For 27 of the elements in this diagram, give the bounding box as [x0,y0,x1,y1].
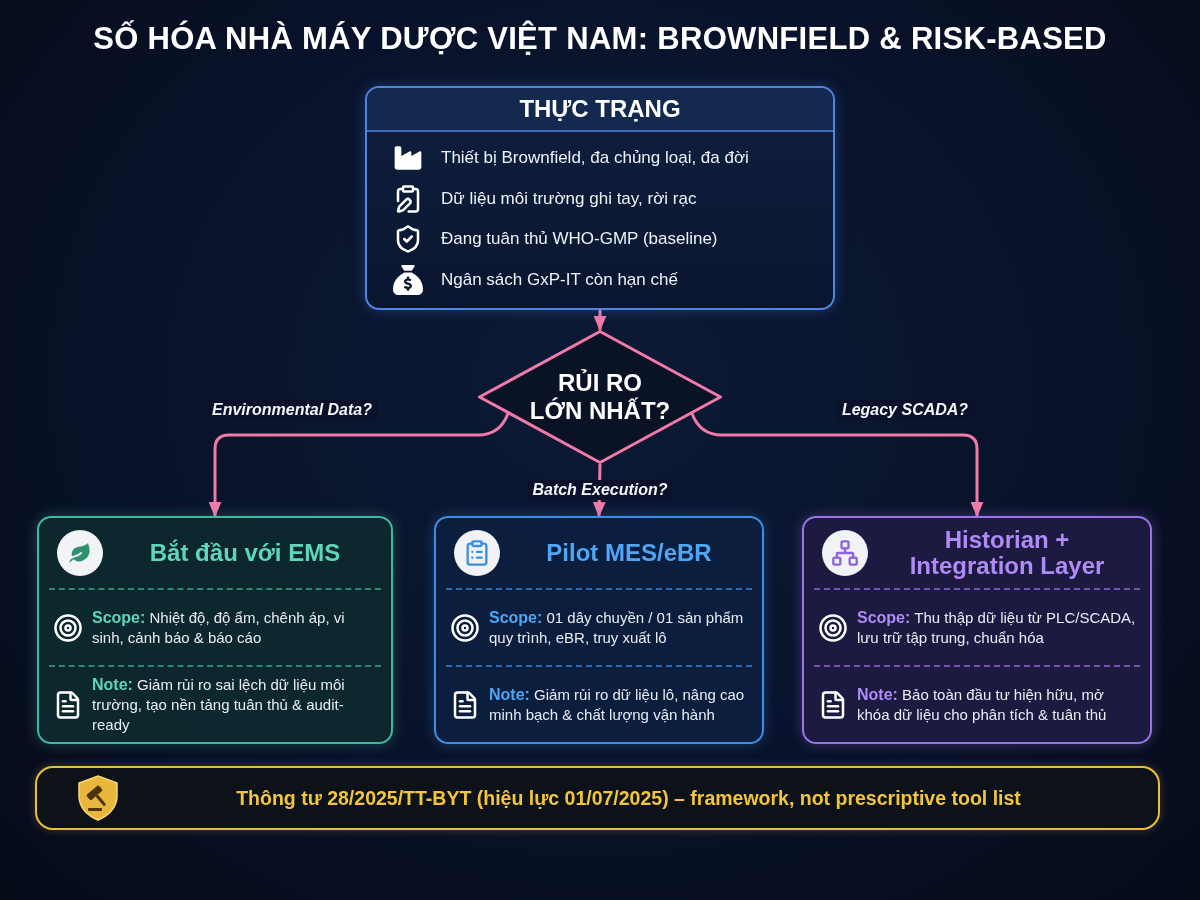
option-card [802,516,1152,744]
status-item: Đang tuân thủ WHO-GMP (baseline) [441,229,718,250]
regulation-banner [35,766,1160,830]
option-card [434,516,764,744]
scope-text: Scope: Nhiệt độ, độ ẩm, chênh áp, vi sinh, cảnh báo & báo cáo [92,608,346,648]
status-item: Thiết bị Brownfield, đa chủng loại, đa đời [441,148,749,169]
scope-text: Scope: 01 dây chuyền / 01 sản phẩm quy trình, eBR, truy xuất lô [489,608,745,648]
status-item: Dữ liệu môi trường ghi tay, rời rạc [441,188,697,209]
card-title: Pilot MES/eBR [546,540,712,566]
note-text: Note: Bảo toàn đầu tư hiện hữu, mở khóa dữ liệu cho phân tích & tuân thủ [857,685,1108,725]
edge-label: Batch Execution? [527,480,673,500]
scope-text: Scope: Thu thập dữ liệu từ PLC/SCADA, lưu trữ tập trung, chuẩn hóa [857,608,1136,648]
status-item: Ngân sách GxP-IT còn hạn chế [441,269,678,290]
decision-diamond [478,330,722,464]
diagram-title: SỐ HÓA NHÀ MÁY DƯỢC VIỆT NAM: BROWNFIELD & RISK-BASED [93,20,1107,58]
note-text: Note: Giảm rủi ro dữ liệu lô, nâng cao minh bạch & chất lượng vận hành [489,685,746,725]
option-card [37,516,393,744]
banner-text: Thông tư 28/2025/TT-BYT (hiệu lực 01/07/2025) – framework, not prescriptive tool list [236,786,1021,809]
decision-text: RỦI RO LỚN NHẤT? [528,368,672,426]
note-text: Note: Giảm rủi ro sai lệch dữ liệu môi trường, tạo nền tảng tuân thủ & audit-ready [92,675,346,735]
card-title: Historian + Integration Layer [908,527,1106,579]
connector-arrow [690,412,984,518]
connector-arrow [208,412,510,518]
connector-arrow [593,310,607,332]
card-title: Bắt đầu với EMS [149,540,341,566]
panel-heading: THỰC TRẠNG [367,88,833,132]
status-panel [365,86,835,310]
